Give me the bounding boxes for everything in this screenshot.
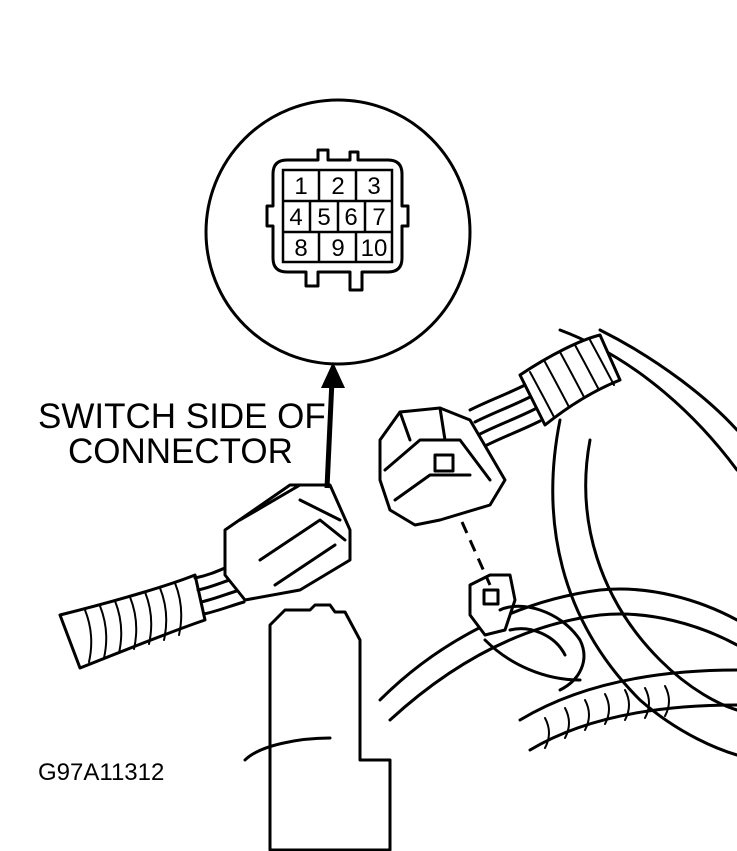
pin-6: 6 [344, 204, 357, 231]
pin-5: 5 [317, 204, 330, 231]
callout-arrow [321, 362, 345, 489]
switch-side-harness [58, 483, 352, 670]
connector-face-callout: 1 2 3 4 5 6 7 8 9 10 [204, 98, 472, 366]
callout-label-line-1: SWITCH SIDE OF [38, 397, 326, 436]
pin-10: 10 [361, 235, 388, 262]
callout-label-line-2: CONNECTOR [68, 432, 293, 471]
pin-4: 4 [289, 204, 302, 231]
pin-grid [281, 168, 394, 264]
harness-side-connector [378, 333, 622, 527]
pin-7: 7 [372, 204, 385, 231]
figure-id: G97A11312 [38, 759, 164, 786]
vehicle-harness-background [243, 328, 737, 851]
alignment-dashed-line [460, 521, 492, 586]
pin-9: 9 [331, 235, 344, 262]
pin-2: 2 [331, 173, 344, 200]
pin-8: 8 [294, 235, 307, 262]
pin-1: 1 [294, 173, 307, 200]
pin-3: 3 [367, 173, 380, 200]
